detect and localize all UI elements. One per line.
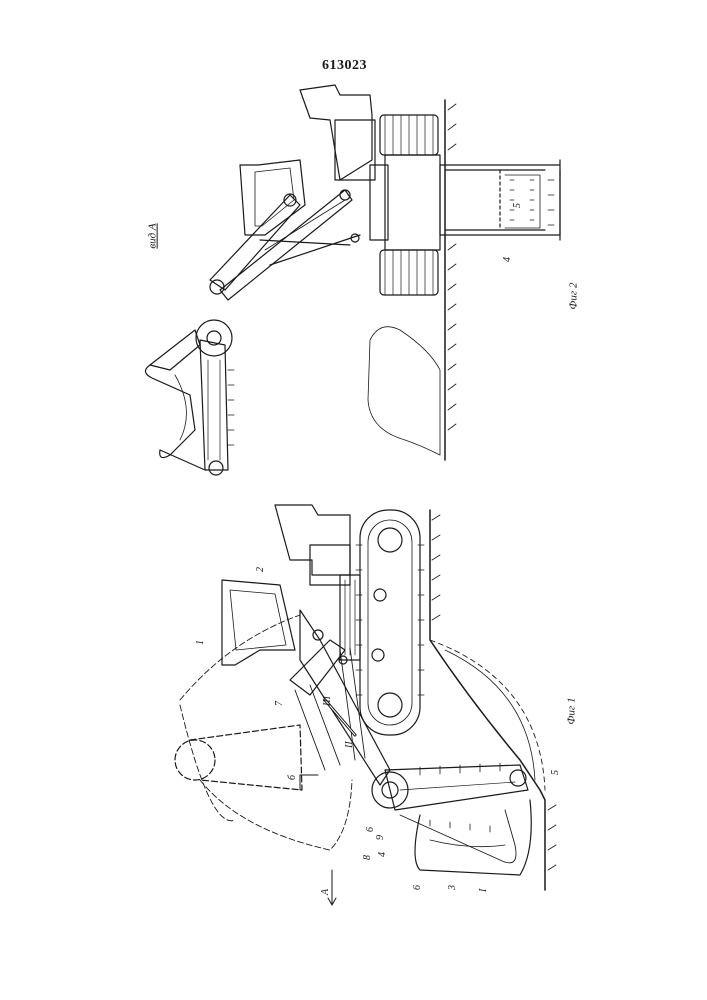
callout-label: 4 [377, 852, 388, 857]
callout-label: 9 [375, 835, 386, 840]
callout-label: I [478, 888, 489, 893]
callout-label: 6 [365, 827, 376, 832]
callout-label: б [287, 774, 298, 780]
callout-label: 7 [274, 700, 285, 706]
callout-label: II [344, 741, 355, 749]
callout-label: 3 [447, 885, 458, 891]
callout-label: 5 [512, 203, 523, 208]
figure-1-caption: Фиг 1 [565, 698, 577, 725]
callout-label: 1 [195, 640, 206, 645]
callout-label: 8 [362, 855, 373, 860]
figure-2-drawing [145, 85, 560, 475]
callout-label: 4 [502, 257, 513, 262]
figure-2-view-label: вид А [147, 223, 159, 248]
callout-label: III [322, 695, 333, 707]
callout-label: 2 [255, 567, 266, 572]
figure-2-caption: Фиг 2 [567, 283, 579, 310]
figure-1-drawing [175, 505, 556, 905]
callout-label: 6 [412, 885, 423, 890]
callout-label: A [320, 888, 331, 896]
callout-label: 5 [550, 770, 561, 775]
